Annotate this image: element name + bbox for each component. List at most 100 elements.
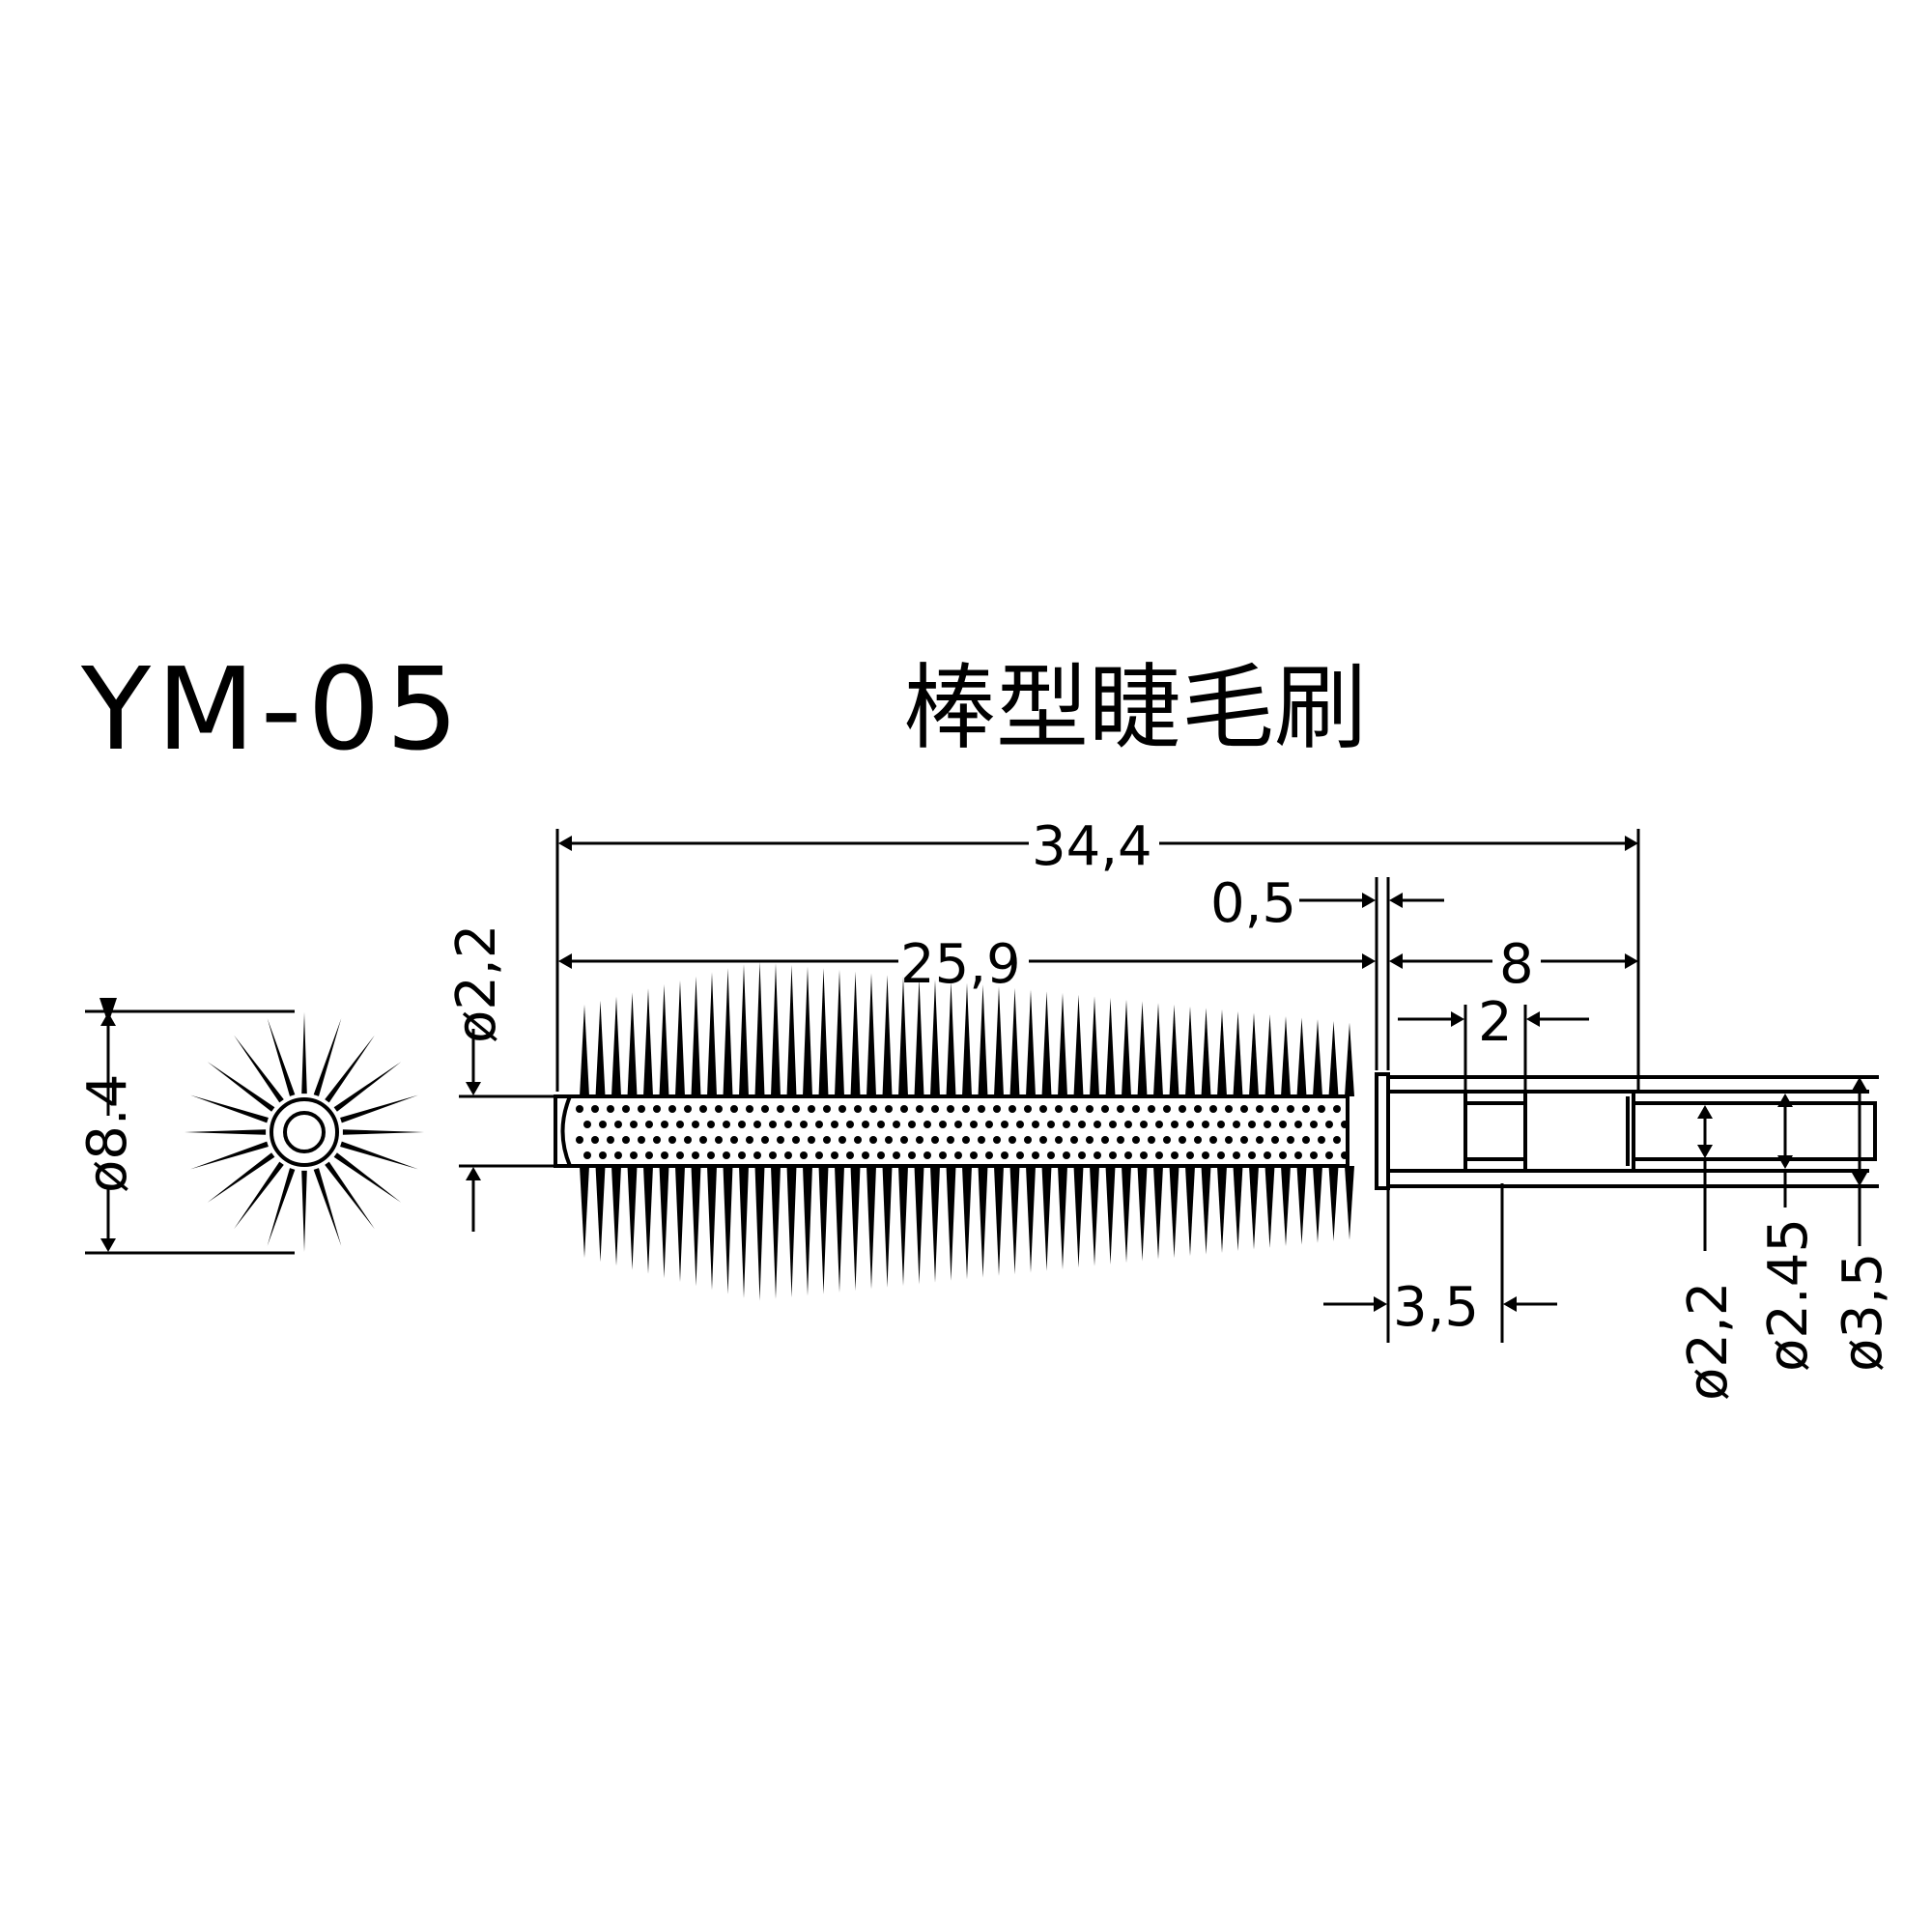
bristle-bottom <box>946 1166 956 1282</box>
dim-groove-width: 2 <box>1398 991 1589 1054</box>
core-dot <box>854 1105 862 1113</box>
core-dot <box>653 1136 661 1144</box>
bristle-bottom <box>786 1166 797 1298</box>
bristle-top <box>1233 1010 1243 1096</box>
bristle-top <box>1041 991 1052 1096</box>
stem-step-length-label: 3,5 <box>1393 1276 1479 1339</box>
core-dot <box>591 1105 599 1113</box>
core-dot <box>1233 1151 1240 1159</box>
core-dot <box>908 1151 916 1159</box>
dim-stem-length: 8 <box>1389 933 1638 996</box>
core-dot <box>877 1151 885 1159</box>
core-dot <box>1094 1151 1101 1159</box>
core-dot <box>761 1105 769 1113</box>
bristle-top <box>643 988 653 1096</box>
bristle-top <box>1345 1022 1354 1096</box>
core-dot <box>869 1136 877 1144</box>
core-dot <box>970 1151 978 1159</box>
bristle-bottom <box>754 1166 765 1301</box>
core-dot <box>1055 1105 1063 1113</box>
bristle-bottom <box>1185 1166 1195 1257</box>
bristle-top <box>946 980 956 1096</box>
core-dot <box>838 1105 846 1113</box>
core-dot <box>1032 1121 1039 1128</box>
core-dot <box>1155 1121 1163 1128</box>
core-dot <box>1109 1151 1117 1159</box>
bristle-bottom <box>691 1166 701 1287</box>
bristle-top <box>882 975 893 1096</box>
dim-stem-step-length: 3,5 <box>1323 1276 1557 1339</box>
bristle-bottom <box>1026 1166 1036 1273</box>
core-dot <box>1109 1121 1117 1128</box>
core-dot <box>792 1105 800 1113</box>
bristle-bottom <box>914 1166 924 1285</box>
core-dot <box>583 1121 591 1128</box>
bristle-bottom <box>1233 1166 1243 1252</box>
core-dot <box>1248 1151 1256 1159</box>
star-bristle <box>234 1161 284 1230</box>
bristle-top <box>739 964 749 1096</box>
core-dot <box>1294 1121 1302 1128</box>
overall-length-label: 34,4 <box>1032 815 1152 878</box>
core-dot <box>730 1136 738 1144</box>
dim-stem-outer-diameter: ø3,5 <box>1832 1077 1894 1372</box>
star-bristle <box>190 1141 269 1170</box>
core-dot <box>978 1105 985 1113</box>
brush-core <box>554 1094 1350 1168</box>
star-bristle <box>267 1168 296 1246</box>
dim-core-diameter: ø2,2 <box>445 924 508 1232</box>
star-bristle <box>313 1018 342 1096</box>
core-dot <box>916 1136 923 1144</box>
star-bristle <box>340 1094 418 1123</box>
core-dot <box>931 1136 939 1144</box>
core-dot <box>638 1136 645 1144</box>
bristle-top <box>1328 1020 1339 1096</box>
star-bristle <box>301 1012 307 1094</box>
stem-groove-diameter-label: ø2,2 <box>1677 1282 1740 1401</box>
core-dot <box>1264 1151 1271 1159</box>
core-dot <box>1016 1151 1024 1159</box>
bristle-bottom <box>1296 1166 1307 1245</box>
core-diameter-label: ø2,2 <box>445 924 508 1043</box>
core-dot <box>1310 1121 1318 1128</box>
stem <box>1386 1075 1879 1188</box>
bristle-top <box>1090 996 1099 1096</box>
core-dot <box>746 1136 753 1144</box>
bristle-top <box>1185 1006 1195 1096</box>
core-dot <box>877 1121 885 1128</box>
core-dot <box>1233 1121 1240 1128</box>
core-dot <box>862 1151 869 1159</box>
bristle-top <box>723 968 733 1096</box>
core-dot <box>676 1121 684 1128</box>
core-dot <box>1302 1105 1310 1113</box>
core-dot <box>985 1151 993 1159</box>
core-dot <box>808 1136 815 1144</box>
bristle-top <box>930 980 940 1096</box>
core-dot <box>1240 1105 1248 1113</box>
dim-collar-width: 0,5 <box>1210 872 1444 935</box>
core-dot <box>576 1105 583 1113</box>
core-dot <box>908 1121 916 1128</box>
core-dot <box>831 1151 838 1159</box>
core-dot <box>614 1121 622 1128</box>
stem-outer-diameter-label: ø3,5 <box>1832 1253 1894 1372</box>
core-dot <box>1271 1105 1279 1113</box>
core-dot <box>730 1105 738 1113</box>
core-dot <box>1302 1136 1310 1144</box>
core-dot <box>1179 1105 1186 1113</box>
core-dot <box>653 1105 661 1113</box>
core-dot <box>970 1121 978 1128</box>
stem-mid-diameter-label: ø2.45 <box>1757 1218 1820 1372</box>
star-bristle <box>342 1129 424 1135</box>
core-dot <box>1186 1151 1194 1159</box>
bristle-top <box>627 992 638 1096</box>
core-dot <box>1078 1121 1086 1128</box>
core-dot <box>769 1121 777 1128</box>
core-dot <box>1009 1136 1016 1144</box>
core-dot <box>1325 1121 1333 1128</box>
core-dot <box>715 1105 723 1113</box>
core-dot <box>1032 1151 1039 1159</box>
core-dot <box>1001 1121 1009 1128</box>
core-dot <box>1171 1121 1179 1128</box>
